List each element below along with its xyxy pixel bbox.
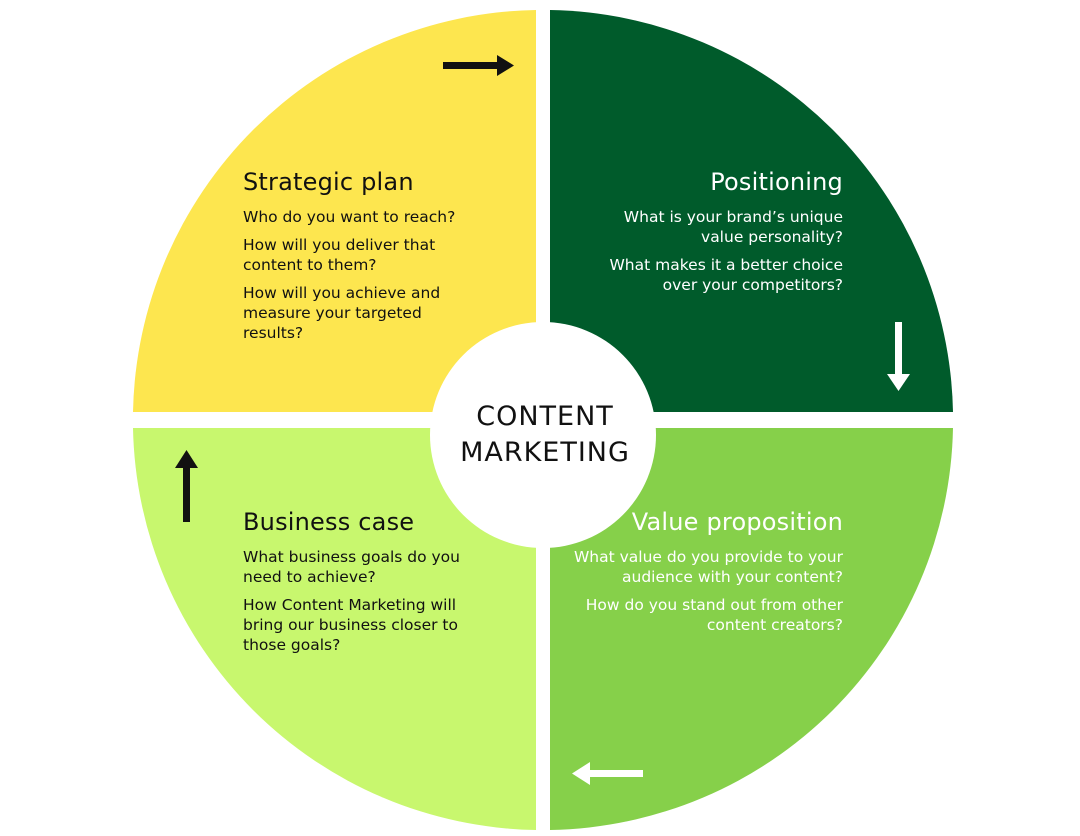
quadrant-value-proposition: [550, 428, 953, 830]
strategic-plan-question: How will you deliver that content to the…: [243, 236, 436, 274]
value-proposition-panel: Value proposition What value do you prov…: [523, 507, 843, 643]
arrow-right-icon: [443, 55, 514, 76]
strategic-plan-panel: Strategic plan Who do you want to reach?…: [243, 167, 563, 351]
center-label: CONTENT MARKETING: [432, 322, 658, 548]
value-proposition-title: Value proposition: [631, 508, 843, 536]
business-case-question: How Content Marketing will bring our bus…: [243, 596, 458, 654]
business-case-question: What business goals do you need to achie…: [243, 548, 460, 586]
quadrant-business-case: [133, 428, 536, 830]
value-proposition-question: What value do you provide to your audien…: [573, 548, 843, 586]
business-case-panel: Business case What business goals do you…: [243, 507, 563, 663]
positioning-question: What is your brand’s unique value person…: [623, 208, 843, 246]
strategic-plan-title: Strategic plan: [243, 168, 414, 196]
quadrant-strategic-plan: [133, 10, 536, 412]
business-case-title: Business case: [243, 508, 415, 536]
center-label-line1: CONTENT: [476, 401, 614, 432]
quadrant-positioning: [550, 10, 953, 412]
center-hub: [430, 322, 656, 548]
value-proposition-question: How do you stand out from other content …: [585, 596, 843, 634]
arrow-down-icon: [887, 322, 910, 391]
positioning-title: Positioning: [710, 168, 843, 196]
center-label-line2: MARKETING: [460, 437, 630, 468]
arrow-up-icon: [175, 450, 198, 522]
positioning-panel: Positioning What is your brand’s unique …: [523, 167, 843, 303]
positioning-question: What makes it a better choice over your …: [609, 256, 843, 294]
arrow-left-icon: [572, 762, 643, 785]
strategic-plan-question: Who do you want to reach?: [243, 208, 456, 226]
strategic-plan-question: How will you achieve and measure your ta…: [243, 284, 441, 342]
